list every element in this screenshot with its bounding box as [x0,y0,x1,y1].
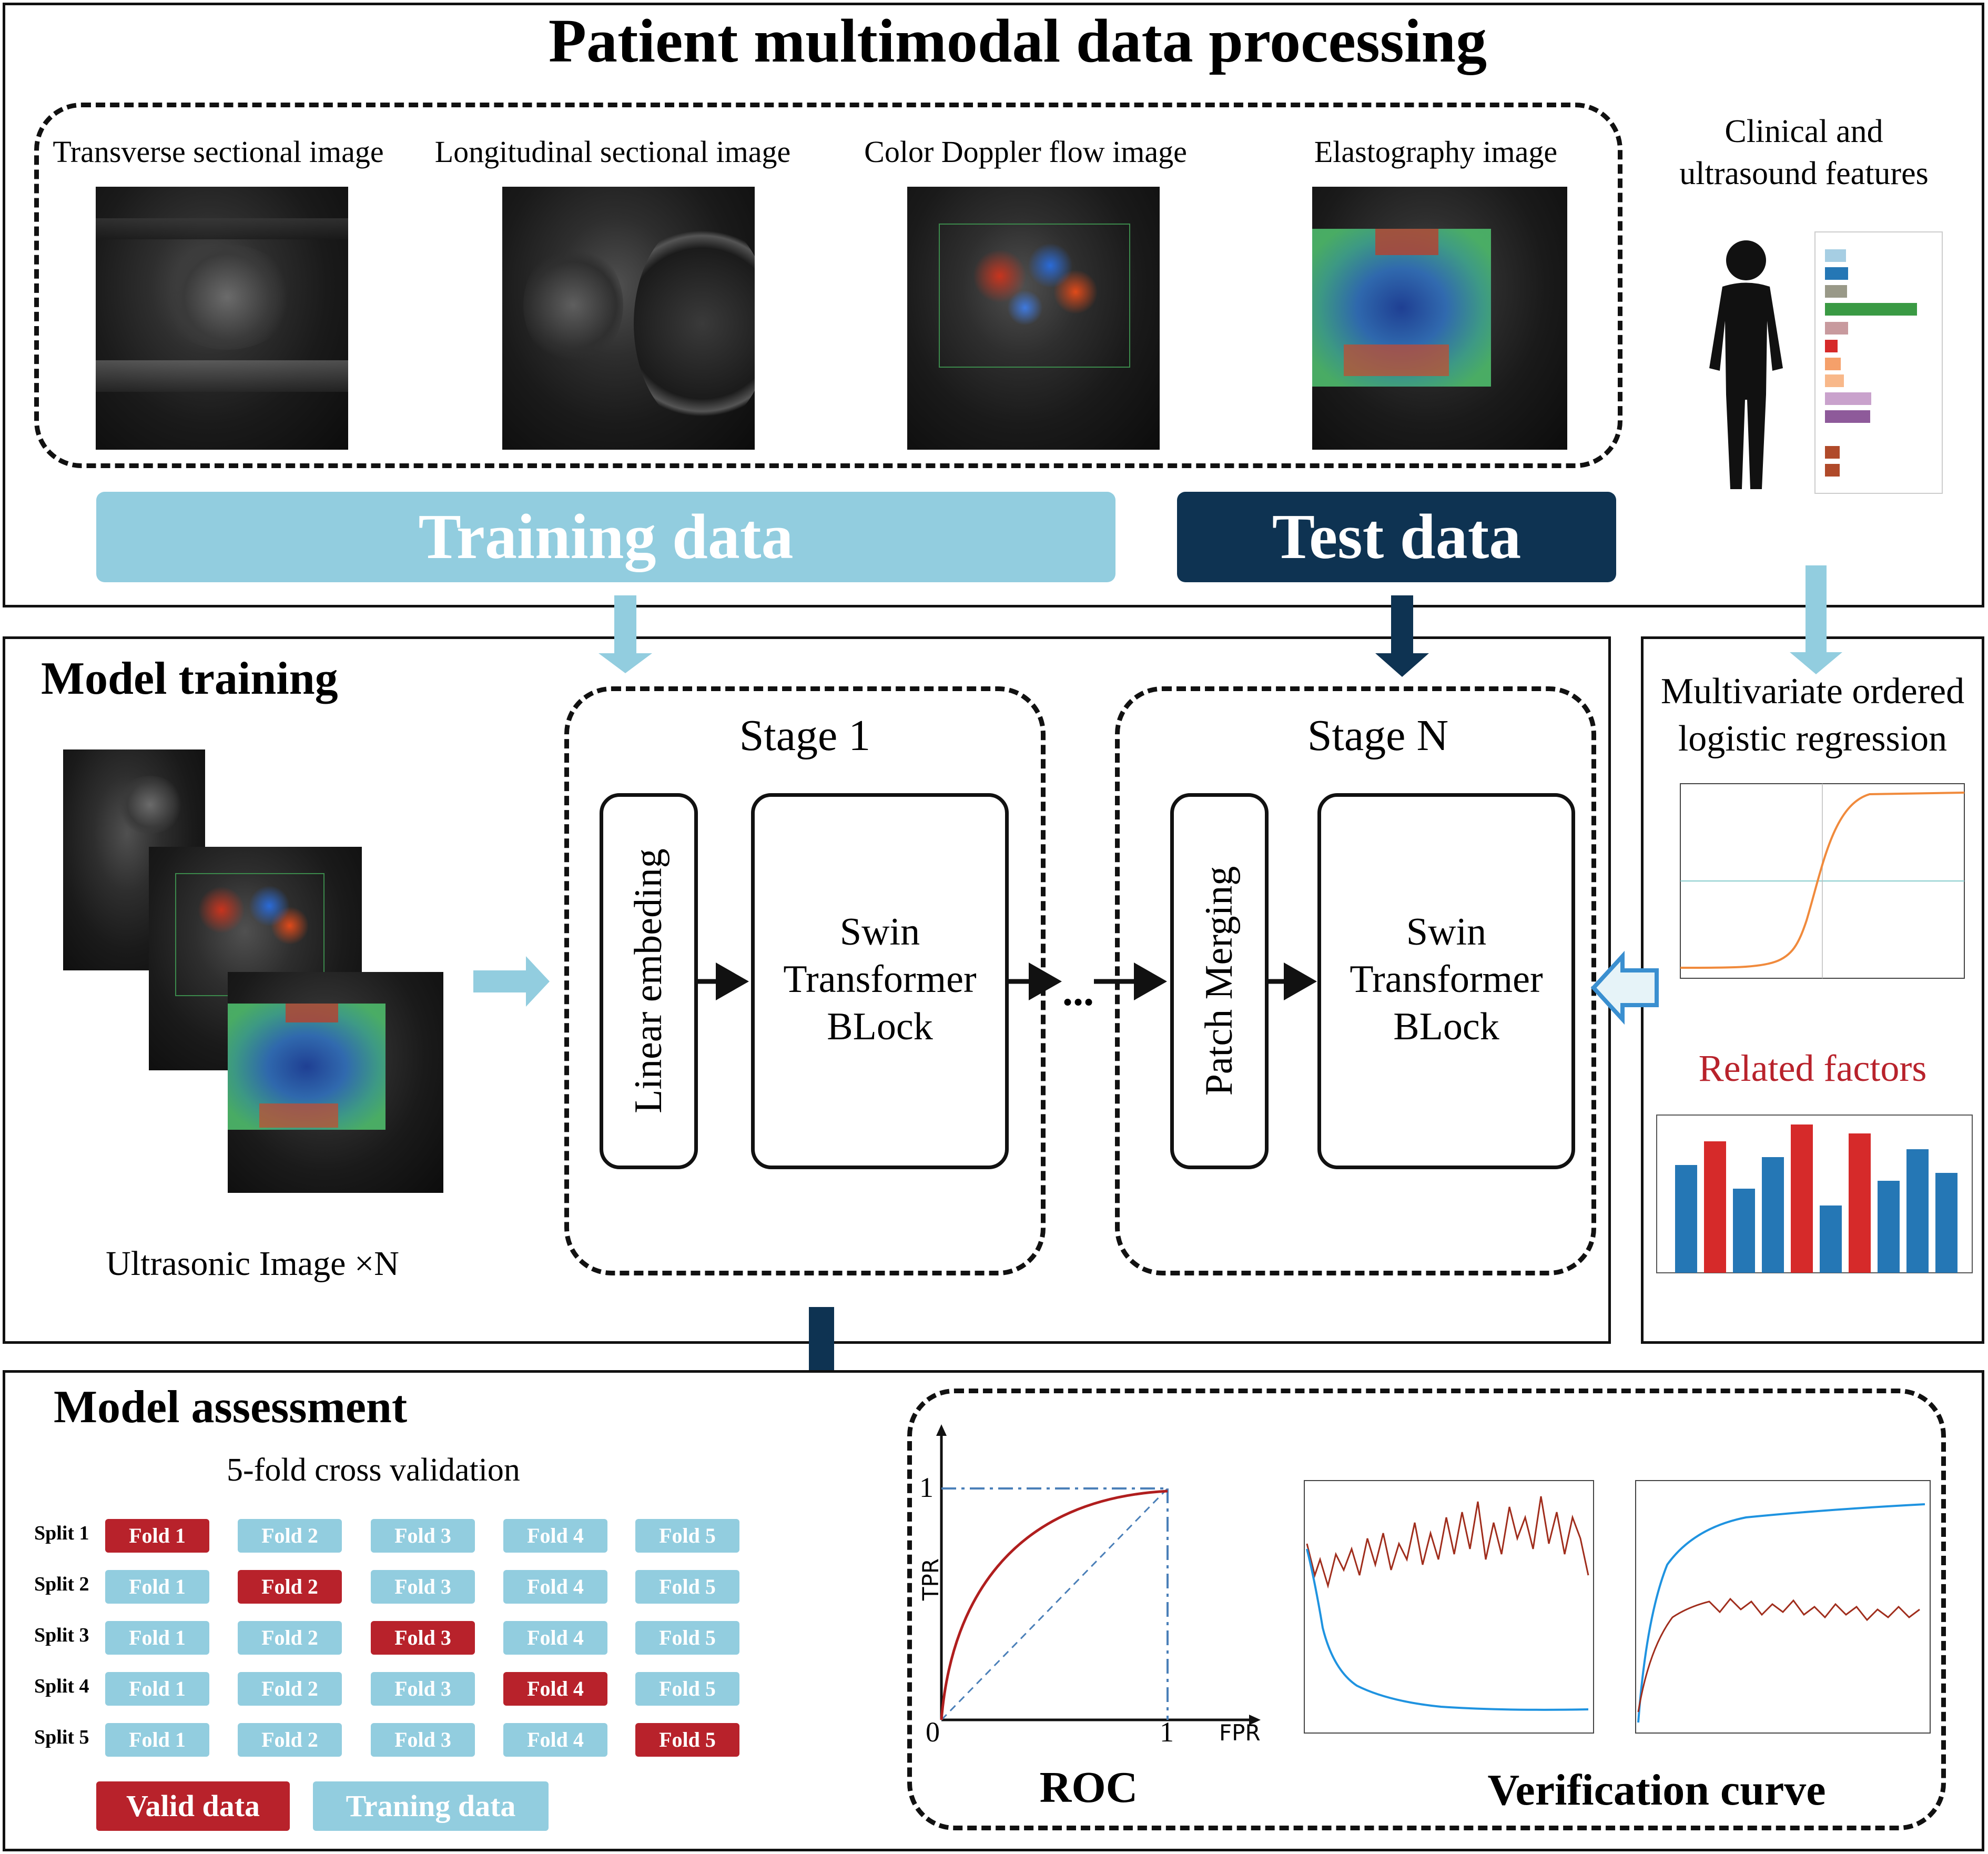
fold-cell: Fold 1 [105,1723,209,1757]
fold-cell-valid: Fold 4 [503,1672,607,1706]
regression-title-line1: Multivariate ordered [1660,671,1965,712]
linear-embedding-box [600,793,698,1169]
feature-bar [1825,322,1848,335]
swin-line1: Swin [839,910,920,954]
doppler-label: Color Doppler flow image [864,135,1187,169]
feature-bar [1825,410,1870,423]
swin-n-line2: Transformer [1350,958,1543,1001]
longitudinal-label: Longitudinal sectional image [434,135,791,169]
fold-cell: Fold 1 [105,1570,209,1604]
fold-cell: Fold 4 [503,1570,607,1604]
accuracy-over-epochs-chart [1635,1480,1931,1734]
swin-line3: BLock [827,1005,933,1048]
split-label: Split 2 [34,1573,89,1595]
verification-curve-title: Verification curve [1487,1766,1826,1815]
logistic-function-chart [1680,783,1965,979]
top-title: Patient multimodal data processing [548,6,1487,75]
transverse-label: Transverse sectional image [53,135,384,169]
elastography-label: Elastography image [1314,135,1558,169]
fold-cell: Fold 2 [238,1519,342,1553]
cv-title: 5-fold cross validation [227,1452,520,1488]
test-data-banner: Test data [1177,492,1616,582]
fold-cell: Fold 3 [371,1723,475,1757]
split-label: Split 5 [34,1726,89,1748]
swin-block-stage1 [751,793,1009,1169]
fold-cell: Fold 5 [635,1519,739,1553]
fold-cell: Fold 3 [371,1672,475,1706]
roc-one-x: 1 [1160,1716,1174,1748]
fold-cell: Fold 5 [635,1570,739,1604]
split-label: Split 4 [34,1675,89,1697]
transverse-ultrasound-image [96,187,348,450]
swin-n-line3: BLock [1393,1005,1499,1048]
clinical-label-line1: Clinical and [1725,114,1883,149]
fold-cell: Fold 3 [371,1570,475,1604]
split-label: Split 3 [34,1624,89,1646]
model-training-title: Model training [41,653,338,704]
fold-cell: Fold 3 [371,1519,475,1553]
feature-bar [1825,249,1846,262]
feature-bar [1825,392,1871,405]
fold-cell: Fold 1 [105,1672,209,1706]
stage1-title: Stage 1 [739,711,871,760]
feature-bar [1825,303,1917,316]
fold-cell: Fold 4 [503,1621,607,1655]
training-data-banner: Training data [96,492,1115,582]
fold-cell: Fold 5 [635,1672,739,1706]
related-factors-title: Related factors [1698,1047,1927,1089]
roc-fpr-label: FPR [1219,1720,1261,1746]
doppler-ultrasound-image [907,187,1160,450]
feature-bar [1825,358,1841,370]
valid-data-legend: Valid data [96,1781,290,1831]
assessment-title: Model assessment [54,1382,408,1433]
fold-cell: Fold 2 [238,1672,342,1706]
fold-cell: Fold 4 [503,1519,607,1553]
patch-merging-box [1170,793,1269,1169]
feature-bar [1825,285,1847,298]
stacked-elastography-image [228,972,443,1193]
assessment-charts-frame [907,1389,1946,1830]
fold-cell-valid: Fold 5 [635,1723,739,1757]
stageN-title: Stage N [1307,711,1449,760]
longitudinal-ultrasound-image [502,187,755,450]
clinical-label-line2: ultrasound features [1679,156,1929,191]
fold-cell: Fold 2 [238,1723,342,1757]
feature-bar [1825,267,1848,280]
roc-tpr-label: TPR [918,1558,944,1601]
swin-line2: Transformer [783,958,977,1001]
loss-over-epochs-chart [1304,1480,1594,1734]
swin-block-stageN [1317,793,1575,1169]
elastography-ultrasound-image [1312,187,1567,450]
human-silhouette-icon [1709,240,1783,489]
image-group-frame [34,103,1622,468]
ellipsis: ... [1062,968,1094,1015]
feature-bar [1825,340,1838,352]
feature-bar [1825,374,1844,387]
fold-cell-valid: Fold 1 [105,1519,209,1553]
ultrasonic-image-caption: Ultrasonic Image ×N [106,1244,399,1283]
roc-zero: 0 [926,1716,940,1748]
feature-bar [1825,446,1840,459]
feature-bar [1825,464,1840,477]
fold-cell-valid: Fold 2 [238,1570,342,1604]
roc-one-y: 1 [919,1472,934,1503]
fold-cell: Fold 1 [105,1621,209,1655]
fold-cell: Fold 2 [238,1621,342,1655]
regression-title-line2: logistic regression [1678,718,1948,759]
fold-cell: Fold 4 [503,1723,607,1757]
swin-n-line1: Swin [1406,910,1487,954]
factors-bar-chart [1656,1115,1973,1273]
split-label: Split 1 [34,1522,89,1544]
fold-cell: Fold 5 [635,1621,739,1655]
fold-cell-valid: Fold 3 [371,1621,475,1655]
roc-chart [936,1424,1261,1725]
roc-title: ROC [1039,1763,1138,1812]
training-data-legend: Traning data [313,1781,549,1831]
